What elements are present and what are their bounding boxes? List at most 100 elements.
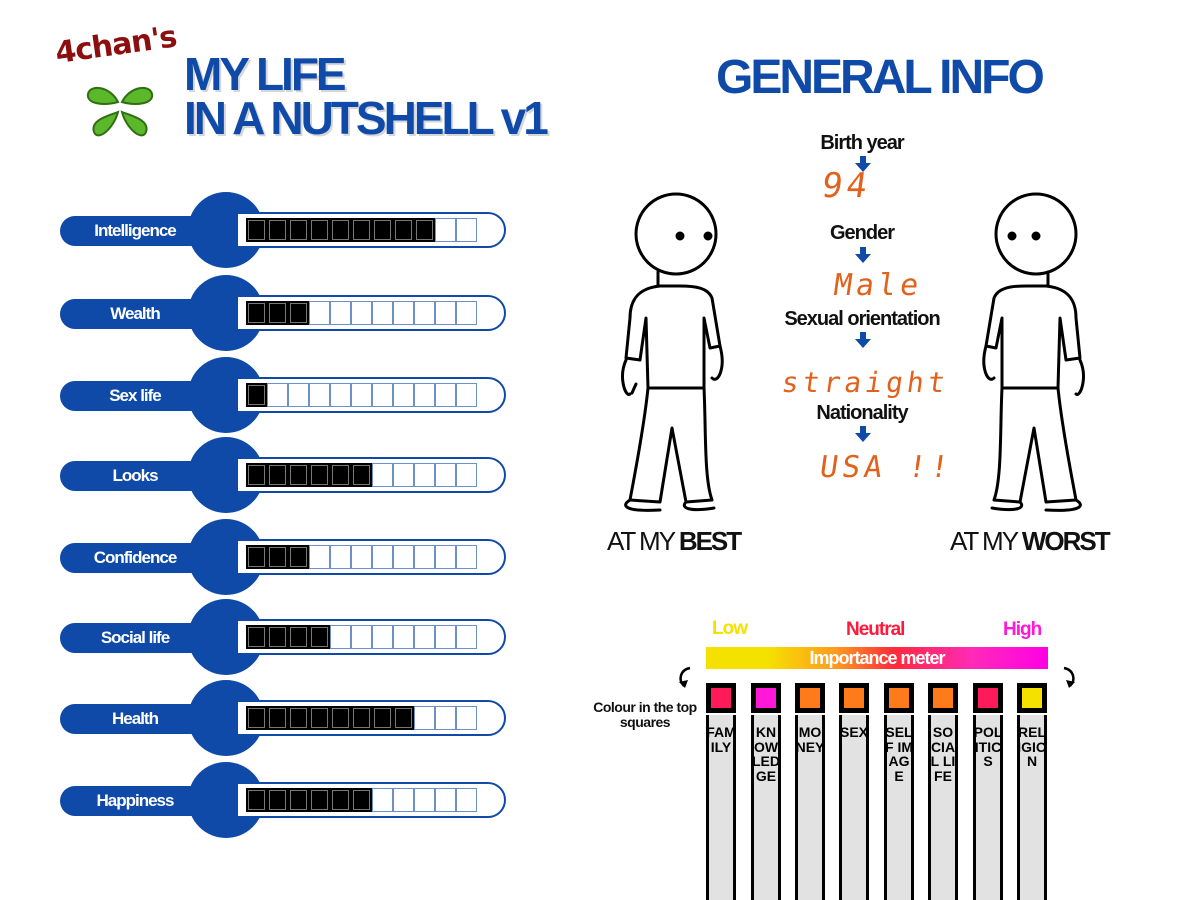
- meter-cell-empty[interactable]: [372, 788, 393, 812]
- importance-square[interactable]: [973, 683, 1003, 713]
- meter-cell-filled[interactable]: [309, 218, 330, 242]
- meter-cell-filled[interactable]: [267, 706, 288, 730]
- meter-cell-empty[interactable]: [393, 301, 414, 325]
- importance-square[interactable]: [839, 683, 869, 713]
- meter-cell-filled[interactable]: [330, 788, 351, 812]
- meter-cell-filled[interactable]: [267, 625, 288, 649]
- meter-cell-empty[interactable]: [372, 383, 393, 407]
- meter-cell-filled[interactable]: [267, 545, 288, 569]
- meter-cell-empty[interactable]: [393, 788, 414, 812]
- stat-meter[interactable]: [236, 700, 506, 736]
- meter-cell-filled[interactable]: [246, 625, 267, 649]
- meter-cell-empty[interactable]: [414, 788, 435, 812]
- meter-cell-filled[interactable]: [309, 788, 330, 812]
- meter-cell-empty[interactable]: [393, 545, 414, 569]
- importance-square[interactable]: [928, 683, 958, 713]
- stat-meter[interactable]: [236, 782, 506, 818]
- meter-cell-filled[interactable]: [288, 545, 309, 569]
- meter-cell-empty[interactable]: [288, 383, 309, 407]
- meter-cell-empty[interactable]: [351, 625, 372, 649]
- meter-cell-filled[interactable]: [267, 788, 288, 812]
- meter-cell-empty[interactable]: [330, 301, 351, 325]
- importance-square[interactable]: [706, 683, 736, 713]
- meter-cell-empty[interactable]: [456, 625, 477, 649]
- importance-square[interactable]: [795, 683, 825, 713]
- meter-cell-empty[interactable]: [456, 463, 477, 487]
- meter-cell-empty[interactable]: [435, 788, 456, 812]
- meter-cell-empty[interactable]: [351, 301, 372, 325]
- meter-cell-empty[interactable]: [414, 625, 435, 649]
- meter-cell-empty[interactable]: [330, 625, 351, 649]
- importance-square[interactable]: [884, 683, 914, 713]
- meter-cell-filled[interactable]: [372, 218, 393, 242]
- stat-meter[interactable]: [236, 212, 506, 248]
- meter-cell-empty[interactable]: [435, 463, 456, 487]
- meter-cell-empty[interactable]: [330, 545, 351, 569]
- meter-cell-empty[interactable]: [309, 383, 330, 407]
- meter-cell-filled[interactable]: [309, 706, 330, 730]
- meter-cell-empty[interactable]: [372, 545, 393, 569]
- field-value-gender[interactable]: Male: [831, 268, 925, 303]
- meter-cell-empty[interactable]: [456, 706, 477, 730]
- meter-cell-filled[interactable]: [246, 301, 267, 325]
- importance-square[interactable]: [751, 683, 781, 713]
- importance-square[interactable]: [1017, 683, 1047, 713]
- meter-cell-empty[interactable]: [330, 383, 351, 407]
- meter-cell-empty[interactable]: [414, 706, 435, 730]
- meter-cell-empty[interactable]: [351, 383, 372, 407]
- meter-cell-empty[interactable]: [372, 463, 393, 487]
- meter-cell-filled[interactable]: [414, 218, 435, 242]
- meter-cell-empty[interactable]: [456, 545, 477, 569]
- meter-cell-filled[interactable]: [330, 706, 351, 730]
- meter-cell-filled[interactable]: [267, 301, 288, 325]
- meter-cell-filled[interactable]: [351, 218, 372, 242]
- meter-cell-empty[interactable]: [435, 545, 456, 569]
- meter-cell-filled[interactable]: [288, 788, 309, 812]
- meter-cell-empty[interactable]: [267, 383, 288, 407]
- meter-cell-filled[interactable]: [246, 788, 267, 812]
- field-value-nationality[interactable]: USA !!: [817, 450, 955, 485]
- meter-cell-empty[interactable]: [435, 383, 456, 407]
- meter-cell-empty[interactable]: [393, 383, 414, 407]
- meter-cell-filled[interactable]: [309, 625, 330, 649]
- meter-cell-filled[interactable]: [288, 301, 309, 325]
- meter-cell-empty[interactable]: [456, 788, 477, 812]
- meter-cell-empty[interactable]: [435, 625, 456, 649]
- meter-cell-empty[interactable]: [435, 301, 456, 325]
- meter-cell-filled[interactable]: [288, 625, 309, 649]
- meter-cell-empty[interactable]: [456, 383, 477, 407]
- meter-cell-filled[interactable]: [393, 218, 414, 242]
- meter-cell-filled[interactable]: [330, 218, 351, 242]
- meter-cell-filled[interactable]: [246, 545, 267, 569]
- meter-cell-filled[interactable]: [351, 463, 372, 487]
- meter-cell-empty[interactable]: [414, 545, 435, 569]
- meter-cell-filled[interactable]: [246, 218, 267, 242]
- meter-cell-filled[interactable]: [267, 218, 288, 242]
- meter-cell-filled[interactable]: [288, 706, 309, 730]
- meter-cell-filled[interactable]: [288, 218, 309, 242]
- meter-cell-empty[interactable]: [414, 383, 435, 407]
- meter-cell-filled[interactable]: [330, 463, 351, 487]
- field-value-birth-year[interactable]: 94: [819, 166, 874, 206]
- meter-cell-filled[interactable]: [267, 463, 288, 487]
- meter-cell-empty[interactable]: [393, 463, 414, 487]
- stat-meter[interactable]: [236, 619, 506, 655]
- field-value-sexual-orientation[interactable]: straight: [779, 366, 952, 399]
- stat-meter[interactable]: [236, 377, 506, 413]
- meter-cell-empty[interactable]: [435, 706, 456, 730]
- meter-cell-empty[interactable]: [414, 301, 435, 325]
- meter-cell-empty[interactable]: [351, 545, 372, 569]
- meter-cell-filled[interactable]: [372, 706, 393, 730]
- meter-cell-filled[interactable]: [246, 383, 267, 407]
- meter-cell-empty[interactable]: [435, 218, 456, 242]
- meter-cell-filled[interactable]: [246, 463, 267, 487]
- meter-cell-empty[interactable]: [309, 545, 330, 569]
- meter-cell-filled[interactable]: [246, 706, 267, 730]
- meter-cell-filled[interactable]: [393, 706, 414, 730]
- stat-meter[interactable]: [236, 457, 506, 493]
- stat-meter[interactable]: [236, 295, 506, 331]
- meter-cell-empty[interactable]: [372, 301, 393, 325]
- meter-cell-filled[interactable]: [351, 706, 372, 730]
- meter-cell-empty[interactable]: [393, 625, 414, 649]
- meter-cell-empty[interactable]: [456, 301, 477, 325]
